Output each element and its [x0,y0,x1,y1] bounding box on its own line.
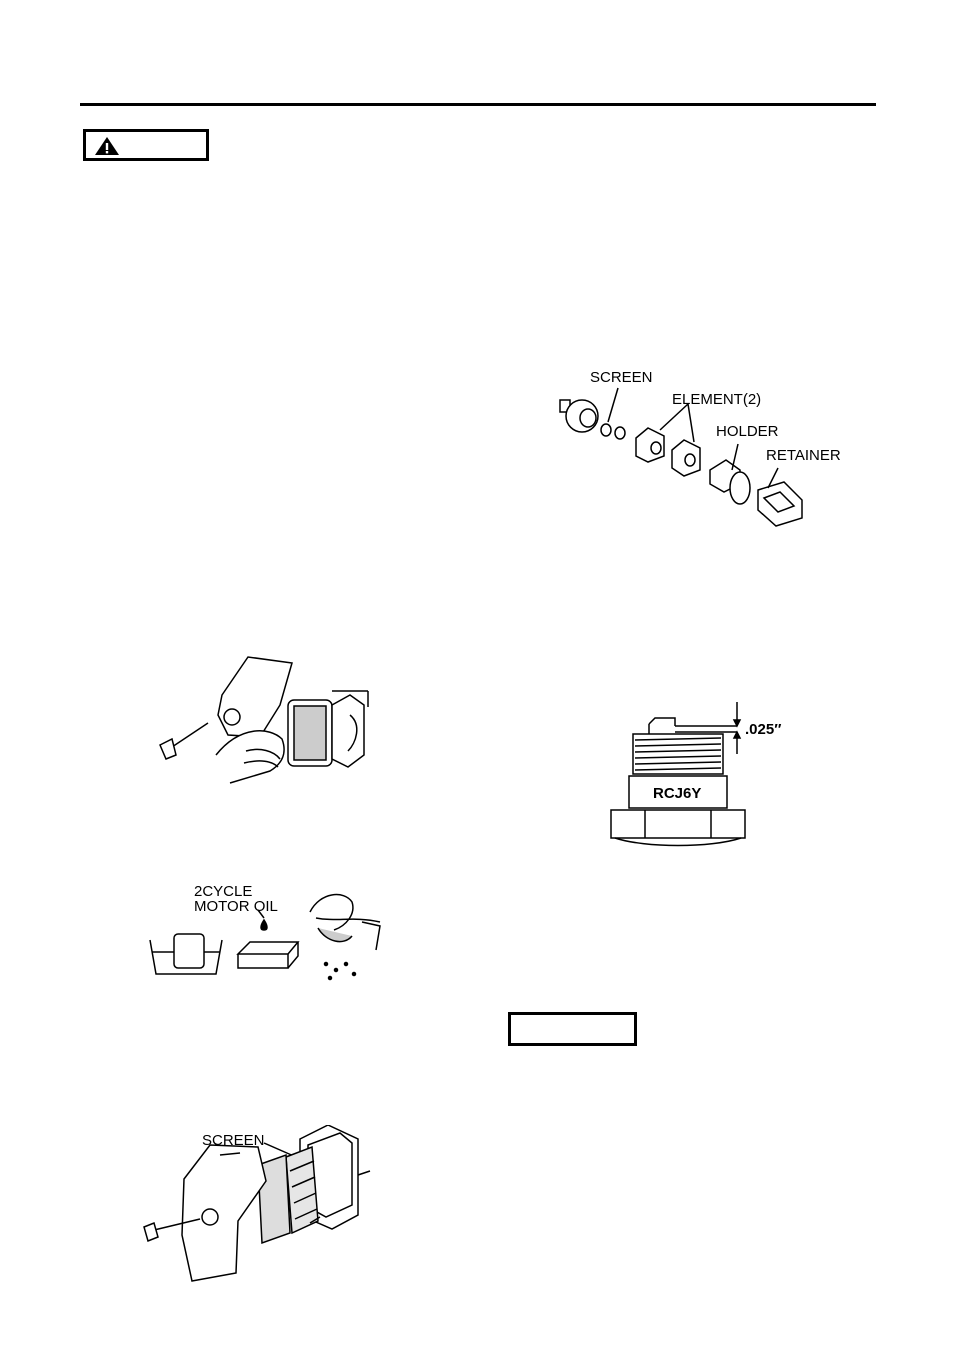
spark-plug-illustration [610,702,746,847]
warning-triangle-icon [95,137,119,155]
air-filter-removal-figure [150,655,385,800]
fuel-filter-figure: SCREEN ELEMENT(2) HOLDER RETAINER [540,360,860,540]
fuel-filter-screen-label: SCREEN [590,369,653,386]
air-filter-assembly-illustration [143,1124,371,1282]
oil-soak-illustration [149,893,381,981]
fuel-filter-holder-label: HOLDER [716,423,779,440]
air-filter-removal-illustration [159,656,369,784]
spark-plug-model-label: RCJ6Y [653,785,702,802]
fuel-filter-element-label: ELEMENT(2) [672,391,762,408]
header-rule [80,103,876,106]
oil-soak-label-line2: MOTOR OIL [194,898,278,915]
fuel-filter-retainer-label: RETAINER [766,447,841,464]
oil-soak-figure: 2CYCLE MOTOR OIL [140,882,385,992]
caution-label [508,1012,637,1046]
spark-plug-figure: .025″ RCJ6Y [605,698,795,858]
air-filter-assembly-figure: SCREEN [140,1124,380,1285]
air-filter-screen-label: SCREEN [202,1132,265,1149]
warning-label [83,129,209,161]
spark-plug-gap-label: .025″ [745,721,782,738]
fuel-filter-illustration [559,387,803,527]
oil-soak-label-line1: 2CYCLE [194,883,253,900]
